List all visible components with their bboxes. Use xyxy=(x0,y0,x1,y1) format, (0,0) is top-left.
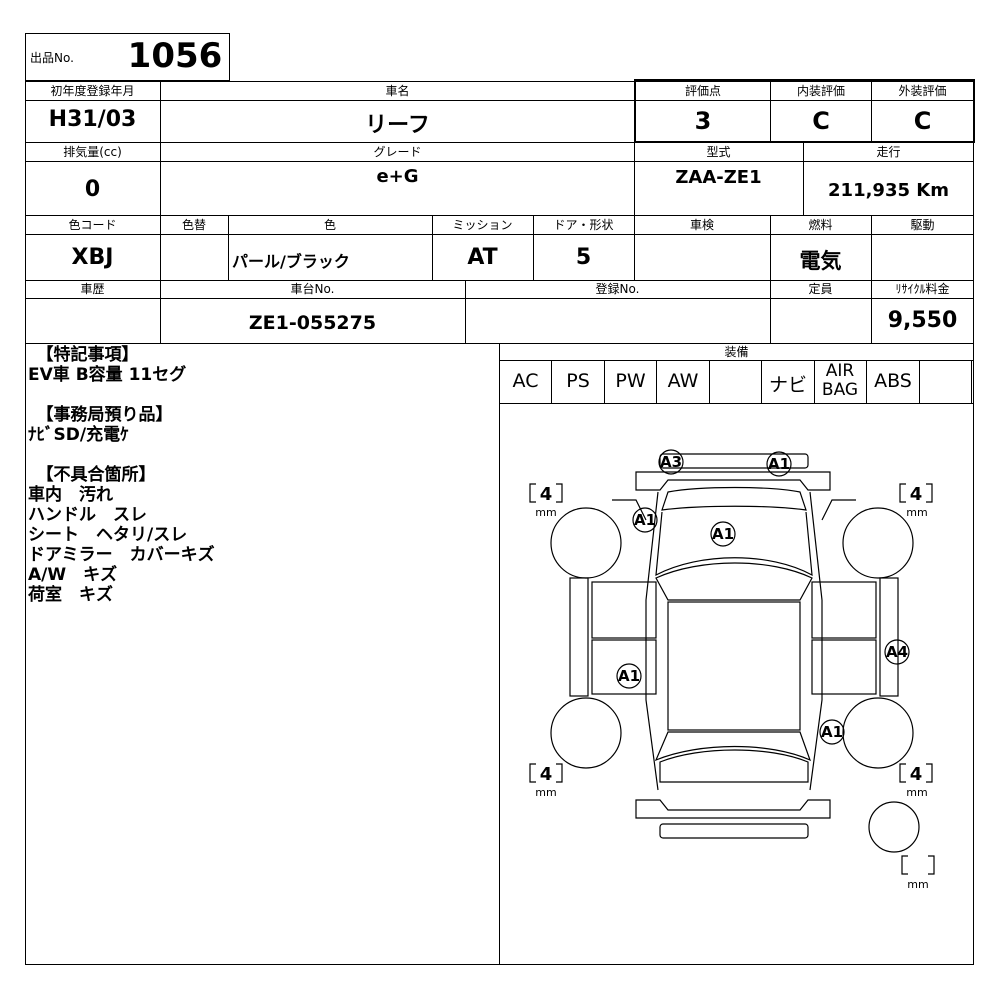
reg-date-value: H31/03 xyxy=(48,107,137,132)
defect-line: 車内 汚れ xyxy=(28,485,113,505)
score-box xyxy=(634,79,975,143)
equip-airbag: AIR BAG xyxy=(821,361,859,400)
mission-value: AT xyxy=(467,245,498,270)
defect-line: シート ヘタリ/スレ xyxy=(28,525,188,545)
defect-line: ハンドル スレ xyxy=(28,505,147,525)
mark-A1: A1 xyxy=(768,455,790,473)
interior-value: C xyxy=(812,107,830,135)
special-note-line: EV車 B容量 11セグ xyxy=(28,365,187,385)
tire-depth-rear-right: 4 xyxy=(910,764,923,785)
score-label: 評価点 xyxy=(684,84,721,98)
fuel-label: 燃料 xyxy=(808,218,833,232)
color-value: パール/ブラック xyxy=(232,252,350,271)
displacement-label: 排気量(cc) xyxy=(63,145,122,159)
unit-mm: mm xyxy=(906,506,927,519)
defects-title: 【不具合箇所】 xyxy=(28,465,156,485)
equip-abs: ABS xyxy=(874,370,912,392)
tire-depth-rear-left: 4 xyxy=(540,764,553,785)
mark-A1: A1 xyxy=(821,723,843,741)
mileage-value: 211,935 Km xyxy=(828,180,949,201)
fuel-value: 電気 xyxy=(799,249,842,273)
inspection-label: 車検 xyxy=(689,218,714,232)
defect-line: A/W キズ xyxy=(28,565,118,585)
model-label: 型式 xyxy=(706,145,731,159)
color-code-label: 色コード xyxy=(68,218,117,232)
capacity-label: 定員 xyxy=(808,282,833,296)
office-item-line: ﾅﾋﾞSD/充電ｹ xyxy=(28,425,129,445)
lot-label: 出品No. xyxy=(30,51,74,65)
recycle-value: 9,550 xyxy=(887,308,958,333)
mark-A1: A1 xyxy=(618,667,640,685)
grade-label: グレード xyxy=(373,145,422,159)
mark-A4: A4 xyxy=(886,643,908,661)
unit-mm: mm xyxy=(535,506,556,519)
exterior-label: 外装評価 xyxy=(898,84,947,98)
defect-line: 荷室 キズ xyxy=(28,585,113,605)
chassis-label: 車台No. xyxy=(290,282,335,296)
equip-aw: AW xyxy=(667,370,699,392)
car-name-value: リーフ xyxy=(365,113,430,138)
unit-mm: mm xyxy=(907,878,928,891)
color-change-label: 色替 xyxy=(181,218,206,232)
grade-value: e+G xyxy=(376,166,419,187)
model-value: ZAA-ZE1 xyxy=(675,167,762,188)
tire-depth-front-left: 4 xyxy=(540,484,553,505)
interior-label: 内装評価 xyxy=(796,84,845,98)
mark-A1: A1 xyxy=(634,511,656,529)
reg-no-label: 登録No. xyxy=(595,282,640,296)
mission-label: ミッション xyxy=(452,218,513,232)
color-label: 色 xyxy=(323,218,336,232)
special-notes-title: 【特記事項】 xyxy=(28,345,139,365)
history-label: 車歴 xyxy=(80,282,105,296)
chassis-value: ZE1-055275 xyxy=(248,312,377,334)
equip-ps: PS xyxy=(566,370,590,392)
equip-ac: AC xyxy=(512,370,539,392)
mileage-label: 走行 xyxy=(876,145,901,159)
exterior-value: C xyxy=(913,107,932,135)
equip-pw: PW xyxy=(615,370,646,392)
lot-number: 1056 xyxy=(127,36,223,76)
equip-navi: ナビ xyxy=(768,374,807,396)
equipment-label: 装備 xyxy=(724,345,749,359)
tire-depth-front-right: 4 xyxy=(910,484,923,505)
office-items-title: 【事務局預り品】 xyxy=(28,405,173,425)
displacement-value: 0 xyxy=(84,177,101,202)
car-name-label: 車名 xyxy=(385,84,410,98)
notes-panel: 【特記事項】 EV車 B容量 11セグ 【事務局預り品】 ﾅﾋﾞSD/充電ｹ 【… xyxy=(28,345,498,605)
mark-A3: A3 xyxy=(660,453,682,471)
mark-A1: A1 xyxy=(712,525,734,543)
defect-line: ドアミラー カバーキズ xyxy=(28,545,215,565)
door-value: 5 xyxy=(575,245,592,270)
score-value: 3 xyxy=(694,107,712,135)
unit-mm: mm xyxy=(535,786,556,799)
color-code-value: XBJ xyxy=(71,245,114,270)
car-diagram: 4 4 4 4 A3 A1 A1 A1 A1 A4 A1 mm mm mm mm… xyxy=(529,449,935,891)
recycle-label: ﾘｻｲｸﾙ料金 xyxy=(895,282,950,296)
lot-box xyxy=(25,33,230,81)
drive-label: 駆動 xyxy=(910,218,935,232)
reg-date-label: 初年度登録年月 xyxy=(50,84,135,98)
door-label: ドア・形状 xyxy=(553,218,614,232)
unit-mm: mm xyxy=(906,786,927,799)
